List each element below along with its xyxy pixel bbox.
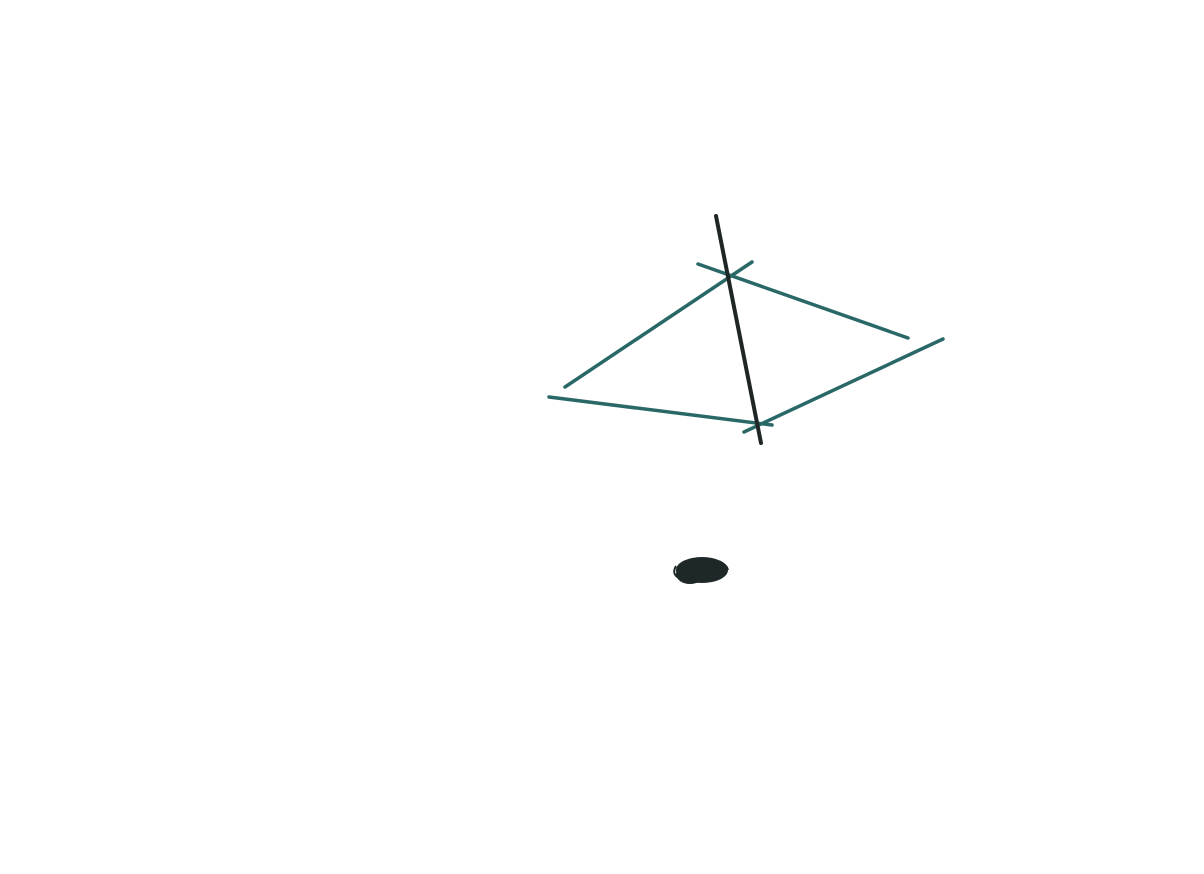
upper-right-stroke [696,262,910,340]
vertical-axis-stroke [714,214,763,445]
scribble-blob [673,557,729,584]
upper-left-stroke [563,260,754,389]
lower-left-stroke [547,395,774,427]
lower-right-stroke [742,337,945,434]
